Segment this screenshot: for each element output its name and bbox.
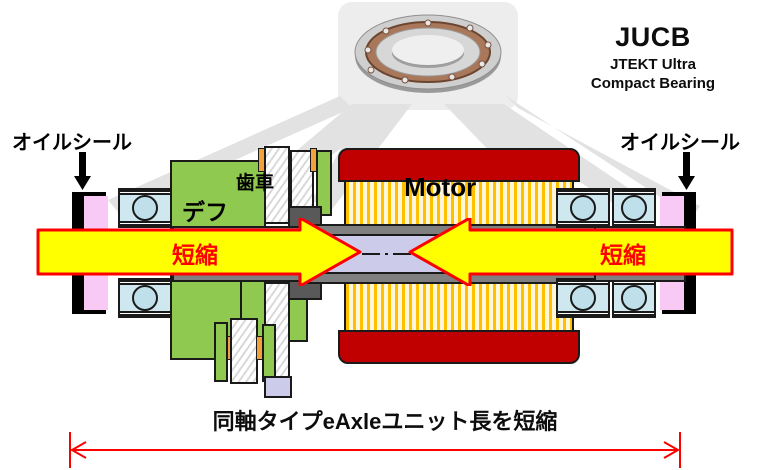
oil-seal-left-lip-lower bbox=[84, 270, 108, 310]
down-arrow-icon-right bbox=[678, 152, 695, 190]
shorten-arrow-right bbox=[408, 218, 734, 286]
gear-case-strip-lower bbox=[214, 322, 228, 382]
bearing-left-upper bbox=[118, 188, 172, 228]
shorten-arrow-left bbox=[36, 218, 362, 286]
gear-case-strip-upper bbox=[316, 150, 332, 216]
down-arrow-icon-left bbox=[74, 152, 91, 190]
oil-seal-label-right: オイルシール bbox=[620, 132, 740, 154]
motor-coil-upper bbox=[344, 182, 574, 226]
gear-end-cap bbox=[264, 376, 292, 398]
brand-subtitle: JTEKT Ultra Compact Bearing bbox=[538, 55, 768, 93]
dimension-arrow bbox=[69, 432, 681, 468]
motor-label: Motor bbox=[404, 172, 477, 202]
caption-text: 同軸タイプeAxleユニット長を短縮 bbox=[212, 409, 558, 434]
shorten-arrows bbox=[36, 218, 734, 286]
shorten-label-left: 短縮 bbox=[172, 242, 218, 268]
motor-coil-lower bbox=[344, 284, 574, 330]
gear-shaft-upper-a bbox=[264, 146, 290, 224]
gear-label: 歯車 bbox=[236, 173, 275, 194]
bearing-left-lower bbox=[118, 278, 172, 318]
brand-subtitle-line2: Compact Bearing bbox=[590, 75, 716, 92]
brand-subtitle-line1: JTEKT Ultra bbox=[610, 56, 696, 73]
bearing-right-outer-upper bbox=[612, 188, 656, 228]
differential-label: デフ bbox=[182, 199, 228, 225]
brand-title: JUCB bbox=[615, 22, 691, 52]
gear-seal-upper-a bbox=[258, 148, 265, 172]
bearing-right-inner-lower bbox=[556, 278, 610, 318]
motor-housing-upper bbox=[338, 148, 580, 182]
oil-seal-label-left: オイルシール bbox=[12, 132, 132, 154]
motor-housing-lower bbox=[338, 330, 580, 364]
bearing-right-inner-upper bbox=[556, 188, 610, 228]
shorten-label-right: 短縮 bbox=[600, 242, 646, 268]
